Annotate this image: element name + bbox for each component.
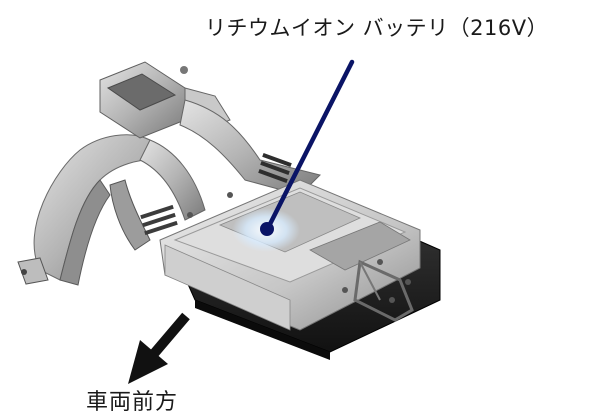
callout-pointer: [232, 59, 355, 252]
air-duct-left: [17, 134, 161, 286]
vehicle-front-label: 車両前方: [86, 390, 179, 415]
air-duct-center: [109, 139, 206, 251]
arrow-down-left-icon: [128, 312, 190, 384]
air-duct-right: [179, 99, 321, 196]
battery-callout-label: リチウムイオン バッテリ（216V）: [205, 16, 549, 40]
